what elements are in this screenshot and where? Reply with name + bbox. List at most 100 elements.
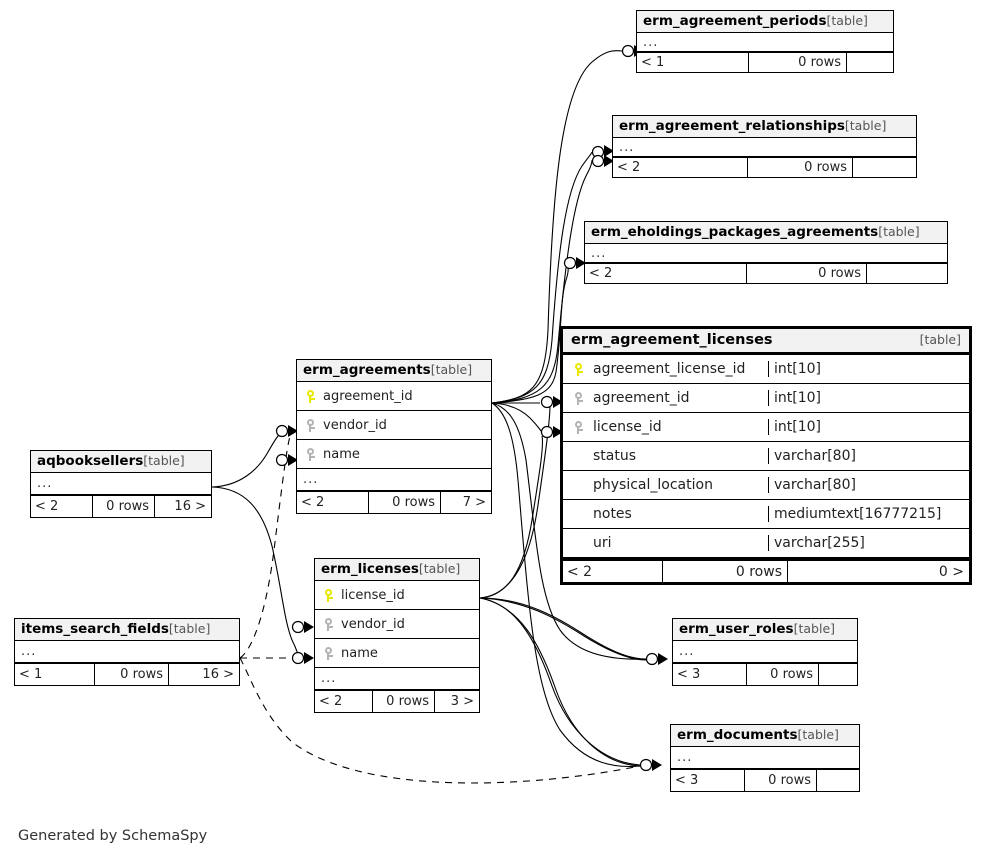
table-name: erm_agreement_periods [643, 13, 827, 29]
column-type: int[10] [768, 361, 969, 377]
table-row: physical_location varchar[80] [563, 471, 969, 500]
table-erm_agreement_licenses[interactable]: erm_agreement_licenses [table] agreement… [560, 326, 972, 585]
table-erm_agreement_relationships[interactable]: erm_agreement_relationships [table] ... … [612, 115, 917, 178]
table-erm_documents[interactable]: erm_documents [table] ... < 3 0 rows [670, 724, 860, 792]
table-footer: < 2 0 rows [613, 157, 916, 177]
footer-right: 0 > [938, 563, 964, 580]
footer-left: < 2 [315, 691, 373, 712]
column-type: varchar[80] [768, 448, 969, 464]
table-tag: [table] [430, 362, 473, 377]
ellipsis-label: ... [321, 671, 337, 686]
footer-left: < 2 [563, 561, 663, 582]
footer-rows: 0 rows [95, 664, 169, 685]
table-tag: [table] [418, 561, 461, 576]
table-header: erm_agreements [table] [297, 360, 491, 382]
ellipsis-label: ... [21, 644, 37, 659]
table-erm_licenses[interactable]: erm_licenses [table] license_id vendor_i… [314, 558, 480, 713]
table-name: erm_documents [677, 727, 798, 743]
table-footer: < 3 0 rows [671, 769, 859, 791]
foreign-key-icon [315, 617, 341, 632]
column-name: license_id [341, 587, 405, 603]
table-name: erm_agreements [303, 362, 431, 378]
primary-key-icon [297, 389, 323, 404]
table-name: erm_eholdings_packages_agreements [591, 224, 879, 240]
table-erm_agreement_periods[interactable]: erm_agreement_periods [table] ... < 1 0 … [636, 10, 894, 73]
column-type: varchar[255] [768, 535, 969, 551]
footer-right: 16 > [174, 499, 206, 514]
table-footer: < 3 0 rows [673, 663, 857, 685]
table-row-ellipsis: ... [297, 469, 491, 491]
table-name: aqbooksellers [37, 453, 144, 469]
table-row: name [315, 639, 479, 668]
column-type: int[10] [768, 419, 969, 435]
generator-credit: Generated by SchemaSpy [18, 828, 208, 844]
footer-right: 3 > [450, 694, 474, 709]
table-footer: < 2 0 rows 3 > [315, 690, 479, 712]
footer-left: < 3 [673, 664, 747, 685]
column-name: agreement_id [323, 388, 413, 404]
footer-rows: 0 rows [93, 496, 155, 517]
table-row: agreement_license_id int[10] [563, 355, 969, 384]
ellipsis-label: ... [37, 476, 53, 491]
table-row: notes mediumtext[16777215] [563, 500, 969, 529]
column-name: uri [593, 535, 612, 551]
column-name: vendor_id [341, 616, 405, 632]
table-row: license_id [315, 581, 479, 610]
footer-right [819, 664, 857, 685]
table-name: items_search_fields [21, 621, 169, 637]
column-name: agreement_license_id [593, 361, 746, 377]
table-footer: < 1 0 rows [637, 52, 893, 72]
table-header: erm_agreement_licenses [table] [563, 329, 969, 355]
table-tag: [table] [143, 453, 185, 468]
column-name: agreement_id [593, 390, 690, 406]
table-name: erm_user_roles [679, 621, 794, 637]
column-name: license_id [593, 419, 662, 435]
footer-right [847, 53, 893, 72]
footer-rows: 0 rows [663, 561, 788, 582]
table-erm_eholdings_packages_agreements[interactable]: erm_eholdings_packages_agreements [table… [584, 221, 948, 284]
table-row-ellipsis: ... [673, 641, 857, 663]
table-tag: [table] [793, 621, 836, 636]
footer-left: < 3 [671, 770, 745, 791]
footer-left: < 2 [585, 264, 747, 283]
table-row-ellipsis: ... [15, 641, 239, 663]
footer-right: 7 > [462, 495, 486, 510]
column-type: varchar[80] [768, 477, 969, 493]
foreign-key-icon [563, 390, 593, 406]
table-aqbooksellers[interactable]: aqbooksellers [table] ... < 2 0 rows 16 … [30, 450, 212, 518]
table-row: vendor_id [315, 610, 479, 639]
table-header: erm_agreement_periods [table] [637, 11, 893, 33]
table-tag: [table] [168, 621, 211, 636]
footer-rows: 0 rows [747, 664, 819, 685]
footer-rows: 0 rows [747, 264, 867, 283]
table-row: agreement_id [297, 382, 491, 411]
table-erm_agreements[interactable]: erm_agreements [table] agreement_id vend… [296, 359, 492, 514]
footer-rows: 0 rows [373, 691, 435, 712]
foreign-key-icon [297, 418, 323, 433]
column-name: name [323, 446, 360, 462]
table-row: status varchar[80] [563, 442, 969, 471]
footer-left: < 1 [637, 53, 749, 72]
ellipsis-label: ... [679, 644, 695, 659]
ellipsis-label: ... [619, 139, 635, 155]
column-name: physical_location [593, 477, 713, 493]
ellipsis-label: ... [591, 245, 607, 261]
table-erm_user_roles[interactable]: erm_user_roles [table] ... < 3 0 rows [672, 618, 858, 686]
table-footer: < 2 0 rows 0 > [563, 558, 969, 582]
ellipsis-label: ... [303, 472, 319, 487]
table-row-ellipsis: ... [315, 668, 479, 690]
column-name: vendor_id [323, 417, 387, 433]
ellipsis-label: ... [643, 34, 659, 50]
footer-right [817, 770, 859, 791]
table-tag: [table] [878, 224, 920, 239]
table-items_search_fields[interactable]: items_search_fields [table] ... < 1 0 ro… [14, 618, 240, 686]
table-tag: [table] [826, 13, 868, 28]
footer-rows: 0 rows [369, 492, 441, 513]
table-footer: < 2 0 rows 7 > [297, 491, 491, 513]
footer-rows: 0 rows [745, 770, 817, 791]
footer-left: < 2 [613, 158, 748, 177]
ellipsis-label: ... [677, 750, 693, 765]
table-header: erm_documents [table] [671, 725, 859, 747]
table-tag: [table] [919, 332, 961, 347]
column-name: name [341, 645, 378, 661]
